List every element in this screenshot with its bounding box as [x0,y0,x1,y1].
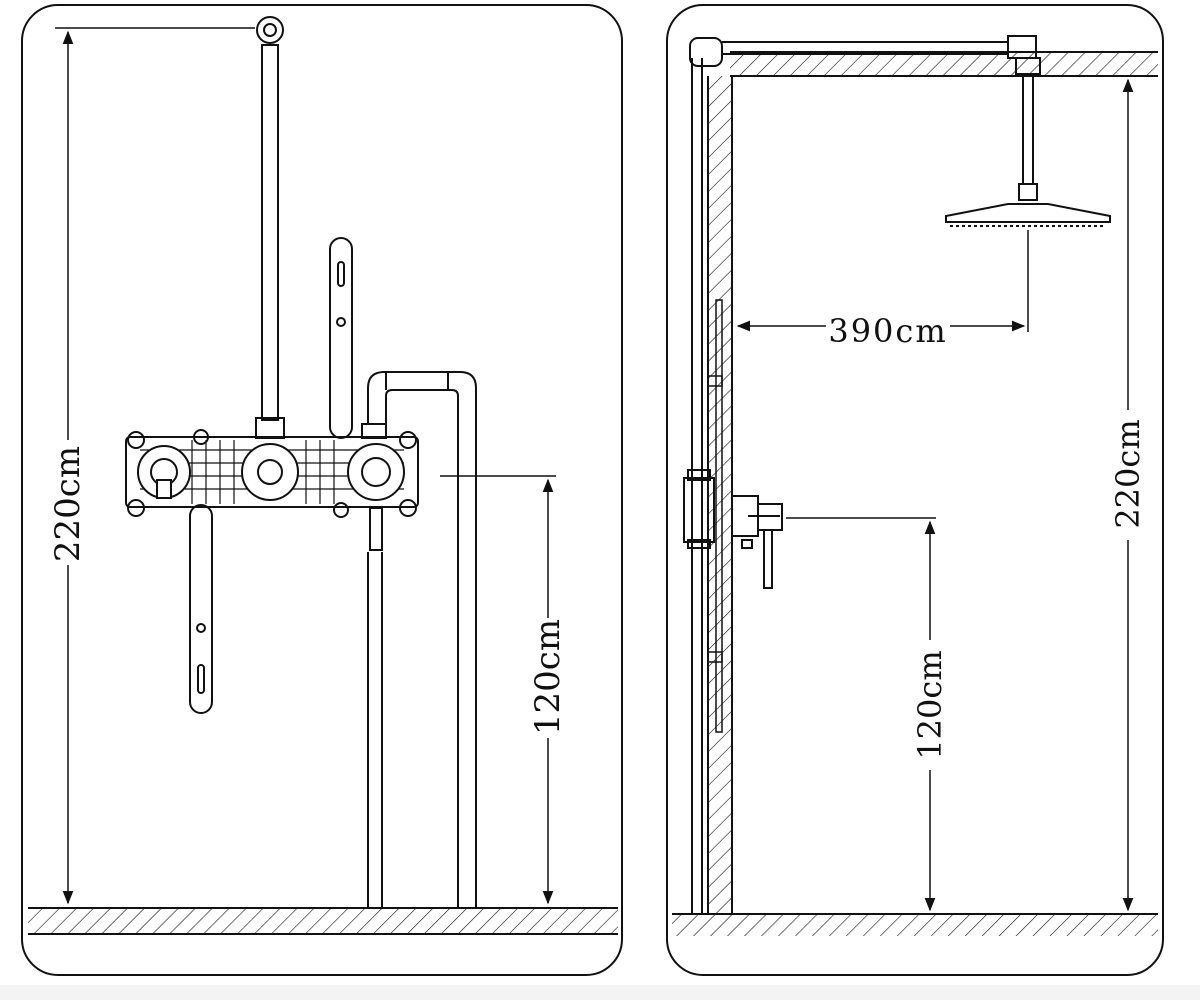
right-panel-frame [666,4,1164,976]
right-panel [666,4,1164,976]
left-total-height-label: 220cm [48,446,88,562]
left-panel [21,4,623,976]
right-total-height-label: 220cm [1109,419,1147,528]
supply-pipe [689,35,1041,914]
left-valve-height-label: 120cm [528,619,568,735]
floor-hatch [28,907,618,935]
left-total-height-dimension [55,27,255,905]
riser-pipe [255,16,285,439]
lower-bracket [189,504,213,714]
wall-distance-dimension [736,230,1029,332]
pipe-brackets [707,299,723,733]
bottom-band [0,985,1200,1000]
right-valve-height-dimension [786,517,936,912]
upper-bracket [329,237,353,439]
hand-shower-hose [367,507,383,908]
right-valve-height-label: 120cm [911,650,949,759]
wall-valve [683,469,783,589]
floor-hatch-right [672,913,1158,936]
ceiling-hatch [730,51,1158,77]
shower-head [945,73,1111,227]
left-valve-height-dimension [440,475,556,905]
left-panel-frame [21,4,623,976]
wall-hatch [707,76,733,914]
outlet-pipe [367,371,477,908]
concealed-valve-body [125,423,419,518]
wall-distance-label: 390cm [828,312,947,350]
